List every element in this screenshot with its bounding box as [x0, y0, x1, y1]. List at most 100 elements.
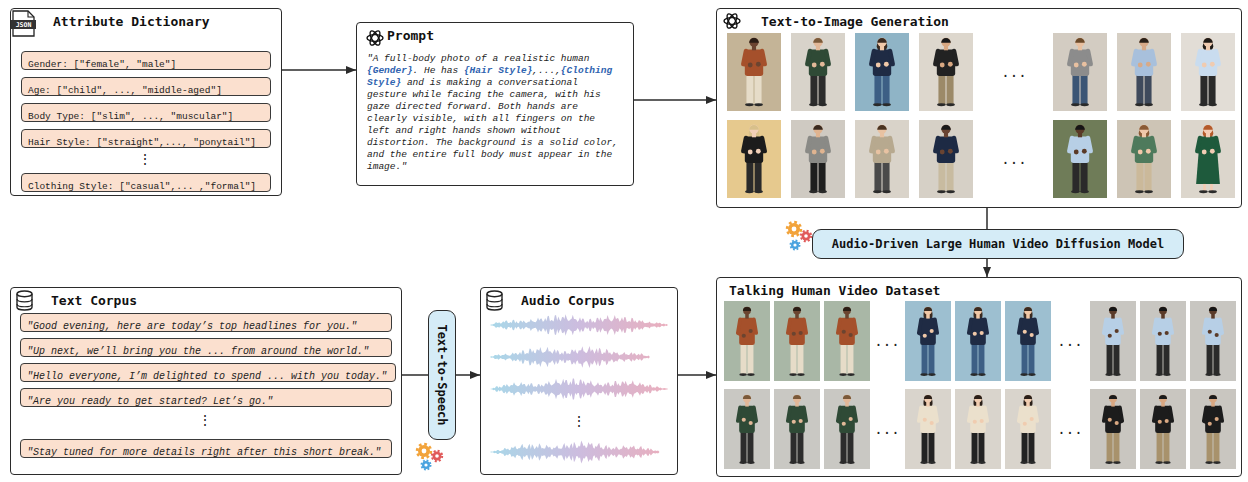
- arm: [919, 319, 925, 335]
- photo-background: [1053, 33, 1107, 111]
- hair: [1024, 395, 1032, 399]
- hand: [1146, 149, 1151, 154]
- ellipsis-mark: ⋮: [138, 152, 152, 166]
- shoe: [1080, 103, 1089, 106]
- shoe: [739, 373, 746, 376]
- shoe: [882, 103, 891, 106]
- head: [793, 395, 801, 403]
- photo-background: [955, 389, 1001, 469]
- node-label: "Hello everyone, I’m delighted to spend …: [21, 369, 393, 385]
- hand: [812, 150, 817, 155]
- ellipsis-mark: ...: [1001, 152, 1026, 166]
- hair: [1209, 307, 1217, 311]
- sentence-pill: "Hello everyone, I’m delighted to spend …: [20, 363, 396, 382]
- arm: [1167, 407, 1173, 421]
- leg: [1028, 343, 1034, 374]
- generated-photo: [919, 120, 973, 198]
- gear-icon: [787, 222, 801, 236]
- head: [749, 38, 758, 47]
- node-label: "Are you ready to get started? Let’s go.…: [21, 394, 279, 410]
- leg: [1207, 431, 1213, 462]
- arm: [969, 407, 975, 421]
- shoe: [937, 190, 946, 193]
- node-label: Hair Style: ["straight",..., "ponytail"]: [22, 135, 262, 151]
- head: [1024, 395, 1032, 403]
- hand: [1108, 418, 1112, 422]
- head: [1024, 307, 1032, 315]
- attribute-pill: Gender: ["female", "male"]: [21, 51, 271, 70]
- gear-body: [433, 452, 442, 461]
- leg: [922, 343, 928, 374]
- shoe: [1144, 103, 1153, 106]
- gear-hole: [422, 449, 427, 454]
- hair: [877, 125, 887, 130]
- leg: [1022, 343, 1028, 374]
- head: [793, 307, 801, 315]
- video-frame: [1140, 389, 1186, 469]
- head: [1159, 307, 1167, 315]
- shoe: [809, 190, 818, 193]
- node-label: "Up next, we’ll bring you the ... from a…: [21, 344, 375, 360]
- hand: [1210, 149, 1215, 154]
- file-band: [11, 20, 36, 29]
- audio-waveform: [490, 314, 668, 336]
- panel-title: Talking Human Video Dataset: [729, 283, 940, 299]
- leg: [819, 74, 826, 104]
- gear-hole: [793, 243, 796, 246]
- gear-hole: [435, 454, 439, 458]
- shoe: [747, 461, 754, 464]
- sentence-pill: "Good evening, here are today’s top head…: [20, 313, 392, 332]
- arm: [1154, 407, 1160, 421]
- generated-photo: [1117, 33, 1171, 111]
- photo-background: [1090, 301, 1136, 381]
- photo-background: [905, 301, 951, 381]
- leg: [1113, 343, 1119, 374]
- hair: [1024, 307, 1032, 311]
- hand: [1082, 149, 1087, 154]
- panel-title: Text Corpus: [51, 293, 137, 309]
- shoe: [1205, 461, 1212, 464]
- hand: [842, 422, 846, 426]
- photo-background: [1190, 301, 1236, 381]
- shoe: [882, 190, 891, 193]
- hair: [1075, 125, 1085, 130]
- video-frame: [955, 301, 1001, 381]
- hair: [813, 125, 823, 130]
- database-icon: [487, 291, 502, 310]
- arm: [1217, 319, 1223, 335]
- gear-hole: [804, 234, 808, 238]
- hair: [974, 307, 982, 311]
- leg: [874, 161, 881, 191]
- photo-background: [1181, 33, 1235, 111]
- leg: [810, 161, 817, 191]
- photo-background: [855, 33, 909, 111]
- photo-background: [824, 389, 870, 469]
- logo-petal: [724, 18, 740, 25]
- hand: [799, 331, 803, 335]
- head: [743, 395, 751, 403]
- hand: [973, 420, 977, 424]
- hair: [1109, 395, 1117, 399]
- audio-waveform: [490, 378, 668, 399]
- photo-background: [955, 301, 1001, 381]
- db-ring: [487, 304, 502, 307]
- shoe: [1155, 461, 1162, 464]
- hand: [849, 417, 853, 421]
- hand: [1023, 330, 1027, 334]
- logo-petal: [367, 35, 383, 42]
- video-frame: [724, 301, 770, 381]
- audio-waveform: [490, 346, 650, 368]
- leg: [746, 74, 753, 104]
- hand: [1146, 62, 1151, 67]
- photo-background: [1053, 120, 1107, 198]
- hand: [799, 419, 803, 423]
- shoe: [928, 461, 935, 464]
- hand: [748, 150, 753, 155]
- hand: [923, 418, 927, 422]
- photo-background: [1117, 120, 1171, 198]
- hand: [748, 63, 753, 68]
- video-frame: [824, 301, 870, 381]
- leg: [938, 161, 945, 191]
- leg: [947, 74, 954, 104]
- arm: [788, 407, 794, 421]
